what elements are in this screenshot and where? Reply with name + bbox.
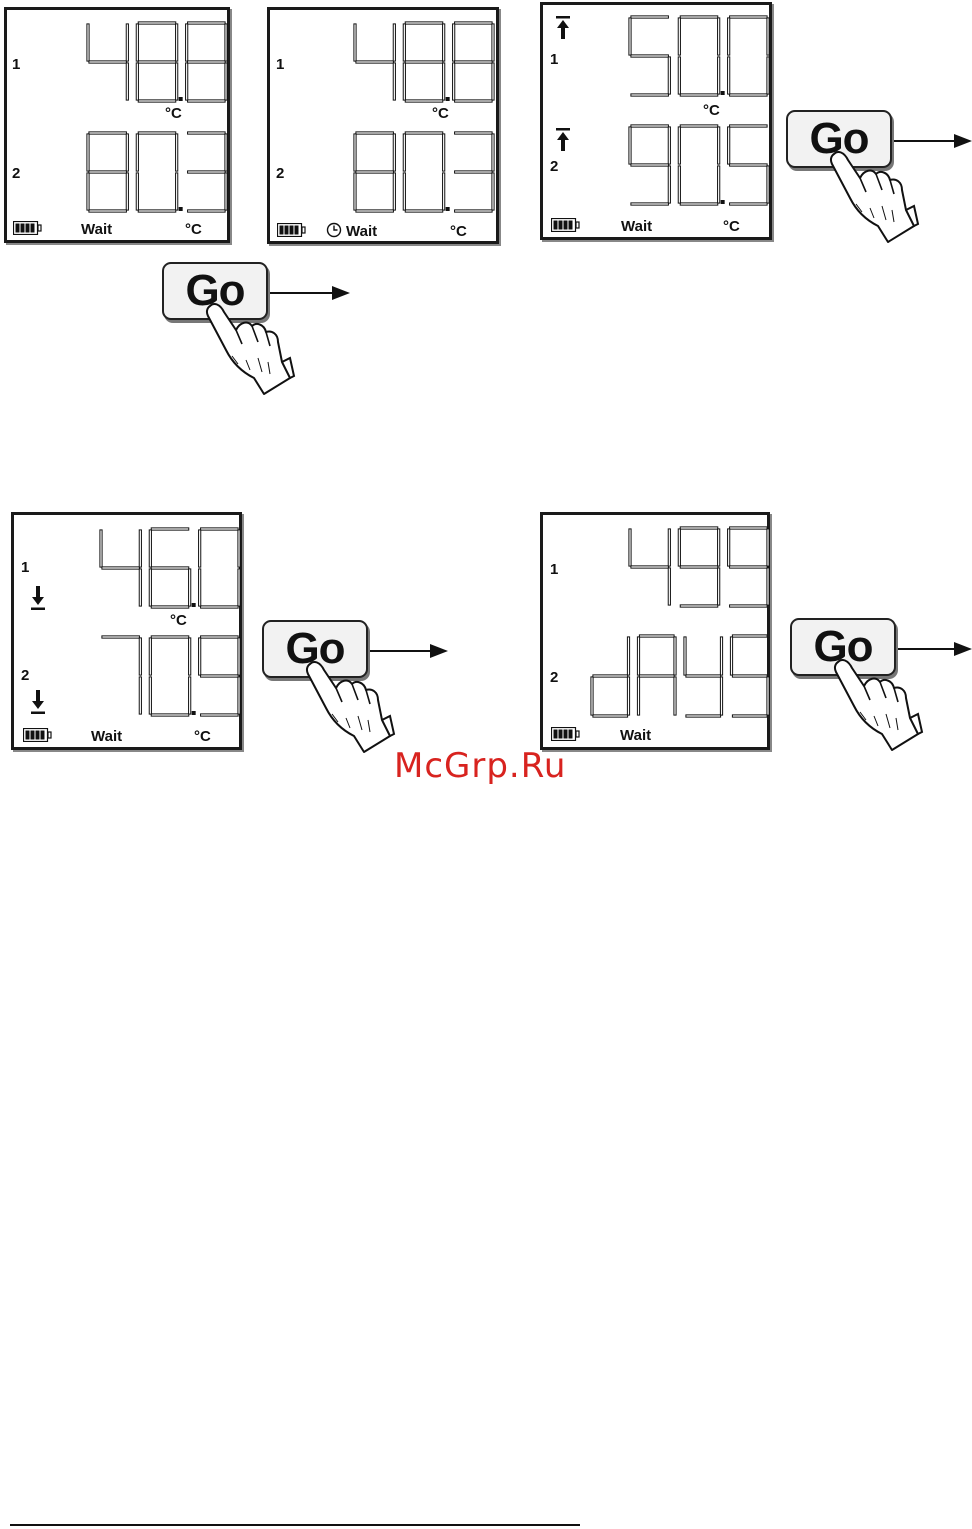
unit-2: °C: [185, 222, 202, 237]
unit-1: °C: [432, 106, 449, 121]
seven-segment-digit: [355, 133, 394, 211]
max-arrow-icon: [554, 15, 572, 41]
decimal-point: [192, 603, 196, 607]
go-step-1: Go: [162, 262, 352, 398]
channel-2-label: 2: [550, 670, 558, 685]
lcd-display-5: 1 2 Wait: [540, 512, 770, 750]
seven-segment-digit: [404, 133, 449, 211]
reading-1: [100, 528, 240, 608]
seven-segment-digit: [679, 126, 724, 204]
decimal-point: [179, 207, 183, 211]
channel-1-label: 1: [276, 57, 284, 72]
go-step-3: Go: [262, 620, 448, 756]
reading-2: [591, 635, 769, 717]
seven-segment-digit: [729, 17, 768, 95]
go-step-2: Go: [786, 110, 972, 244]
unit-2: °C: [723, 219, 740, 234]
unit-2: °C: [194, 729, 211, 744]
unit-1: °C: [703, 103, 720, 118]
go-step-4: Go: [790, 618, 972, 754]
unit-2: °C: [450, 224, 467, 239]
pointing-hand-icon: [826, 148, 918, 244]
pointing-hand-icon: [202, 300, 294, 396]
channel-1-label: 1: [550, 562, 558, 577]
seven-segment-digit: [200, 529, 239, 607]
seven-segment-digit: [137, 23, 182, 101]
battery-icon: [551, 727, 581, 741]
seven-segment-digit: [103, 637, 140, 713]
reading-2: [87, 132, 227, 212]
seven-segment-digit: [685, 638, 722, 716]
status-wait: Wait: [81, 222, 112, 237]
status-wait: Wait: [620, 728, 651, 743]
seven-segment-digit: [456, 133, 493, 211]
seven-segment-digit: [729, 126, 768, 204]
battery-icon: [13, 221, 43, 235]
status-wait: Wait: [346, 224, 377, 239]
battery-icon: [23, 728, 53, 742]
lcd-display-4: 1 °C 2 Wait °C: [11, 512, 242, 750]
channel-2-label: 2: [12, 166, 20, 181]
channel-1-label: 1: [21, 560, 29, 575]
seven-segment-digit: [101, 531, 140, 605]
seven-segment-digit: [189, 133, 226, 211]
pointing-hand-icon: [302, 658, 394, 754]
reading-2: [100, 636, 240, 716]
min-arrow-icon: [29, 689, 47, 715]
channel-2-label: 2: [276, 166, 284, 181]
seven-segment-digit: [150, 529, 195, 607]
seven-segment-digit: [88, 133, 127, 211]
decimal-point: [192, 711, 196, 715]
seven-segment-digit: [630, 126, 669, 204]
reading-1: [87, 22, 227, 102]
seven-segment-digit: [454, 23, 493, 101]
decimal-point: [721, 91, 725, 95]
seven-segment-digit: [639, 636, 676, 714]
reading-1: [629, 527, 769, 607]
battery-icon: [277, 223, 307, 237]
channel-1-label: 1: [550, 52, 558, 67]
unit-1: °C: [165, 106, 182, 121]
seven-segment-digit: [187, 23, 226, 101]
status-wait: Wait: [91, 729, 122, 744]
channel-2-label: 2: [21, 668, 29, 683]
channel-1-label: 1: [12, 57, 20, 72]
seven-segment-digit: [88, 25, 127, 99]
decimal-point: [721, 200, 725, 204]
seven-segment-digit: [679, 528, 718, 606]
seven-segment-digit: [150, 637, 195, 715]
seven-segment-digit: [729, 528, 768, 606]
unit-1: °C: [170, 613, 187, 628]
reading-2: [354, 132, 494, 212]
footnote-rule: [10, 1524, 580, 1526]
status-wait: Wait: [621, 219, 652, 234]
seven-segment-digit: [355, 25, 394, 99]
pointing-hand-icon: [830, 656, 922, 752]
seven-segment-digit: [630, 530, 669, 604]
seven-segment-digit: [732, 636, 769, 716]
seven-segment-digit: [592, 638, 629, 716]
lcd-display-1: 1 °C 2 Wait °C: [4, 7, 230, 243]
reading-1: [354, 22, 494, 102]
seven-segment-digit: [404, 23, 449, 101]
battery-icon: [551, 218, 581, 232]
seven-segment-digit: [630, 17, 669, 95]
channel-2-label: 2: [550, 159, 558, 174]
seven-segment-digit: [200, 637, 239, 715]
max-arrow-icon: [554, 127, 572, 153]
reading-2: [629, 125, 769, 205]
decimal-point: [179, 97, 183, 101]
min-arrow-icon: [29, 585, 47, 611]
watermark-text: McGrp.Ru: [394, 746, 566, 786]
lcd-display-3: 1 °C 2 Wait °C: [540, 2, 772, 240]
seven-segment-digit: [137, 133, 182, 211]
seven-segment-digit: [679, 17, 724, 95]
decimal-point: [446, 207, 450, 211]
decimal-point: [446, 97, 450, 101]
lcd-display-2: 1 °C 2 Wait °C: [267, 7, 499, 244]
reading-1: [629, 16, 769, 96]
clock-icon: [326, 222, 342, 238]
